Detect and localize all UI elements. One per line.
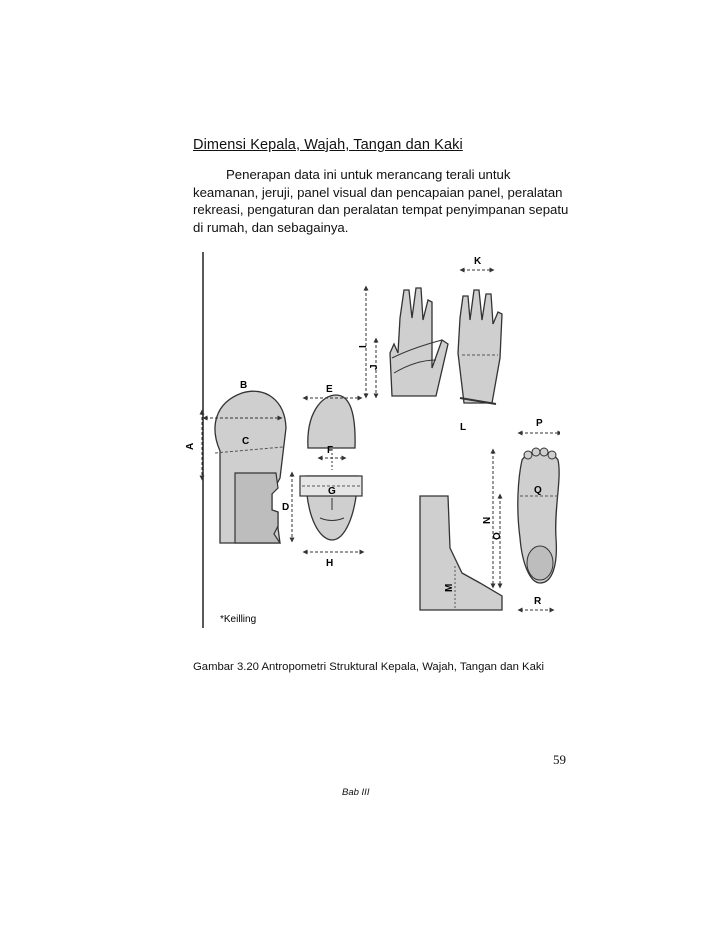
label-r: R	[534, 596, 542, 607]
label-o: O	[492, 532, 503, 540]
head-profile-drawing	[214, 390, 287, 544]
label-m: M	[444, 584, 455, 592]
foot-sole-drawing	[517, 447, 560, 584]
anthropometry-figure: A B C D E F G H I J K L M	[180, 248, 563, 638]
label-g: G	[328, 486, 336, 497]
label-j: J	[369, 364, 380, 370]
label-b: B	[240, 380, 247, 391]
label-k: K	[474, 256, 482, 267]
label-p: P	[536, 418, 543, 429]
label-q: Q	[534, 485, 542, 496]
paragraph-line: keamanan, jeruji, panel visual dan penca…	[193, 184, 563, 200]
body-paragraph: Penerapan data ini untuk merancang teral…	[193, 166, 568, 236]
face-front-drawing	[299, 394, 363, 541]
section-title: Dimensi Kepala, Wajah, Tangan dan Kaki	[193, 137, 463, 153]
hand-palm-drawing	[389, 287, 449, 397]
figure-caption: Gambar 3.20 Antropometri Struktural Kepa…	[193, 661, 545, 673]
paragraph-line: Penerapan data ini untuk merancang teral…	[226, 167, 511, 182]
label-d: D	[282, 502, 289, 513]
paragraph-line: rekreasi, pengaturan dan peralatan tempa…	[193, 202, 569, 217]
page-number: 59	[553, 752, 566, 767]
label-i: I	[358, 345, 369, 348]
hand-back-drawing	[457, 289, 503, 405]
page-footer: Bab III	[342, 787, 370, 798]
label-c: C	[242, 436, 249, 447]
anthropometry-illustration: A B C D E F G H I J K L M	[185, 252, 563, 628]
label-n: N	[482, 517, 493, 524]
label-l: L	[460, 422, 466, 433]
label-f: F	[327, 445, 333, 456]
label-a: A	[185, 443, 196, 450]
foot-side-drawing	[419, 495, 503, 611]
label-h: H	[326, 558, 333, 569]
label-e: E	[326, 384, 333, 395]
paragraph-line: di rumah, dan sebagainya.	[193, 219, 349, 235]
figure-credit: *Keilling	[220, 614, 256, 625]
